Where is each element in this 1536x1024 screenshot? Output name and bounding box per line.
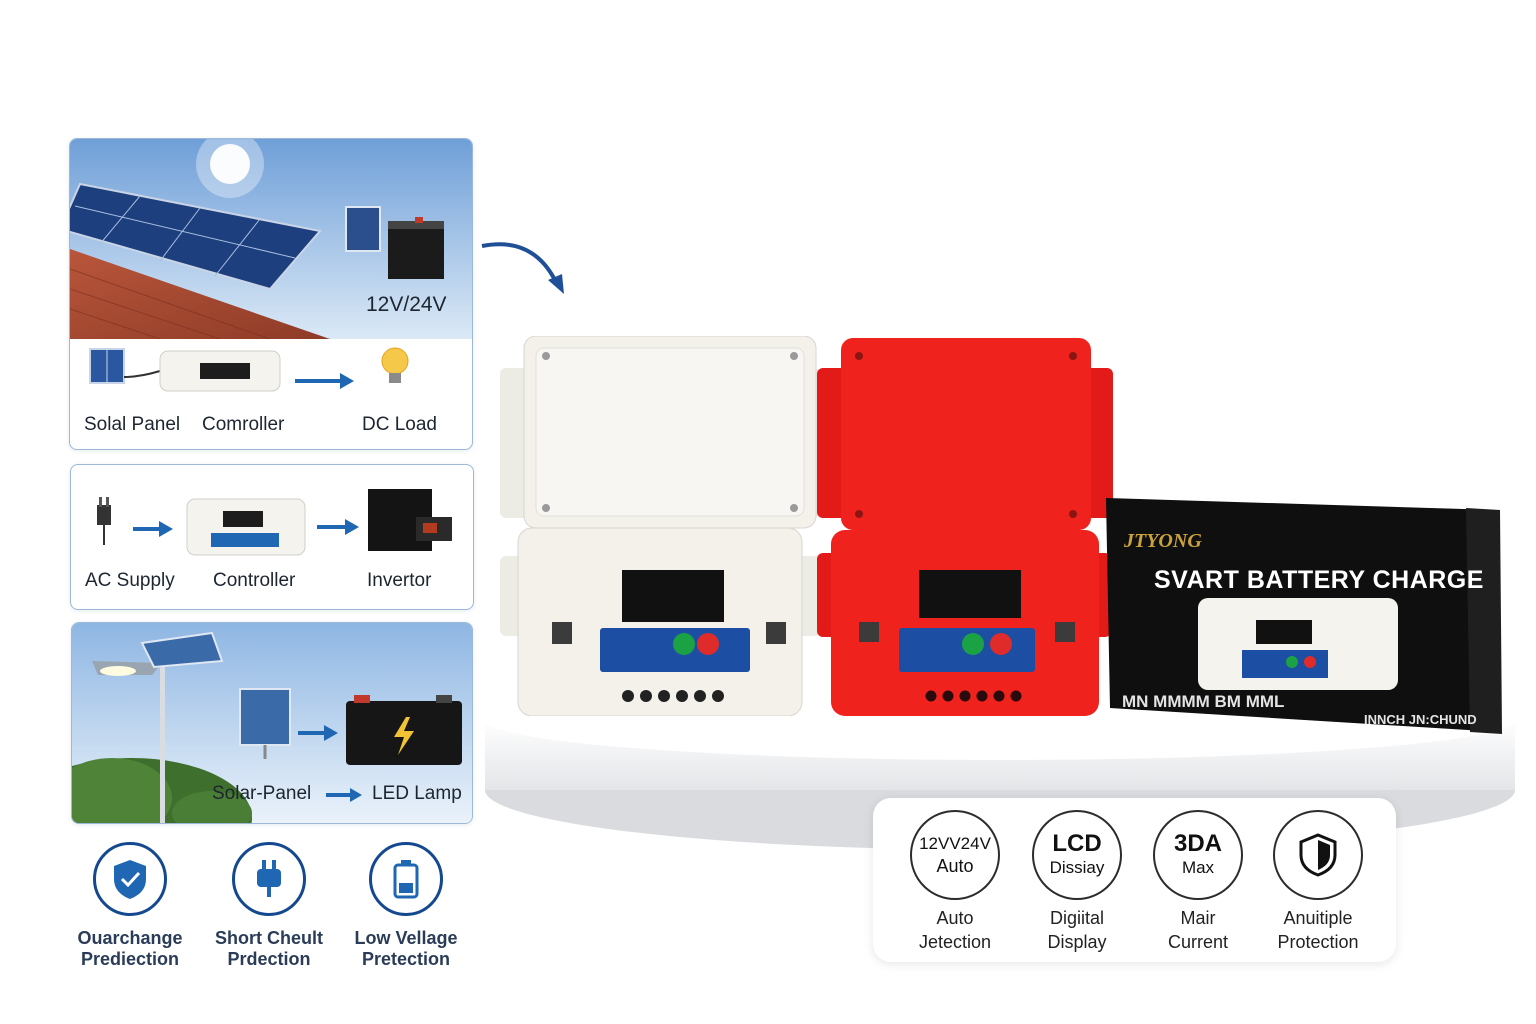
max-current-badge: 3DA Max: [1153, 810, 1243, 900]
flow-label-invertor: Invertor: [367, 570, 432, 591]
ac-flow-icons: [97, 489, 452, 556]
box-side-text: MN MMMM BM MML: [1122, 692, 1285, 711]
curved-arrow-icon: [481, 242, 564, 294]
flow-label-dc-load: DC Load: [362, 414, 437, 435]
shield-icon: [93, 842, 167, 916]
arrow-right-icon: [326, 788, 362, 802]
solar-dc-load-panel: 12V/24V Solal Panel Comroller DC Load: [69, 138, 473, 450]
brand-logo: JTYONG: [1124, 530, 1202, 552]
flow-label-solar-panel-2: Solar-Panel: [212, 783, 312, 804]
flow-label-ac-supply: AC Supply: [85, 570, 175, 591]
flow-label-controller: Comroller: [202, 414, 285, 435]
street-lamp-scene: [72, 623, 472, 823]
flow-label-controller-2: Controller: [213, 570, 296, 591]
box-corner-text: INNCH JN:CHUND: [1364, 712, 1477, 727]
voltage-label: 12V/24V: [366, 293, 447, 316]
battery-icon: [369, 842, 443, 916]
red-controller-product: [815, 338, 1115, 718]
box-title: SVART BATTERY CHARGE: [1154, 566, 1484, 594]
street-lamp-panel: Solar-Panel LED Lamp: [71, 622, 473, 824]
solar-roof-scene: [70, 139, 472, 339]
dc-flow-icons: [89, 347, 409, 392]
plug-icon: [232, 842, 306, 916]
lcd-badge: LCD Dissiay: [1032, 810, 1122, 900]
product-packaging-box: JTYONG SVART BATTERY CHARGE MN MMMM BM M…: [1106, 496, 1502, 736]
flow-label-led-lamp: LED Lamp: [372, 783, 462, 804]
ac-inverter-panel: AC Supply Controller Invertor: [70, 464, 474, 610]
white-controller-product: [500, 335, 820, 717]
shield-check-icon: [1273, 810, 1363, 900]
auto-detection-badge: 12VV24V Auto: [910, 810, 1000, 900]
flow-label-solar-panel: Solal Panel: [84, 414, 181, 435]
